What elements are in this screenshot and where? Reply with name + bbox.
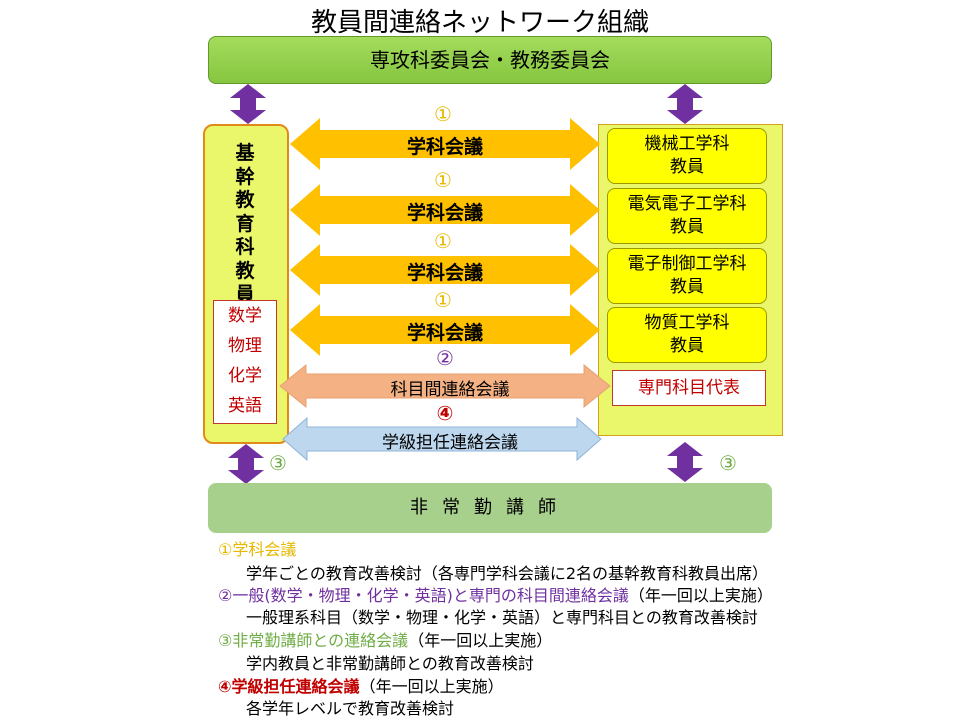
legend-suffix: （年一回以上実施） (628, 586, 773, 605)
purple-vertical-arrow-bottom-right (667, 442, 703, 482)
legend-heading: ①学科会議 (218, 540, 297, 559)
specialty-representative: 専門科目代表 (612, 370, 766, 406)
meeting-number-1: ① (434, 168, 452, 192)
legend-desc-1: 学年ごとの教育改善検討（各専門学科会議に2名の基幹教育科教員出席） (246, 564, 769, 583)
subject-english: 英語 (228, 396, 262, 416)
department-control: 電子制御工学科 教員 (607, 248, 767, 304)
core-label-char: 基 (235, 142, 255, 164)
department-name: 物質工学科 (644, 313, 730, 333)
core-label-char: 幹 (235, 165, 255, 188)
blue-double-arrow (282, 416, 602, 462)
orange-double-arrow-2 (290, 184, 600, 236)
core-label-char: 科 (235, 236, 255, 258)
subject-physics: 物理 (228, 336, 262, 356)
meeting-number-1: ① (434, 102, 452, 126)
legend-desc-2: 一般理系科目（数学・物理・化学・英語）と専門科目との教育改善検討 (246, 608, 758, 627)
meeting-number-2: ② (436, 346, 454, 370)
meeting-number-1: ① (434, 229, 452, 253)
meeting-number-4: ④ (436, 401, 454, 425)
core-label-char: 教 (235, 259, 255, 282)
dept-meeting-label: 学科会議 (406, 322, 483, 344)
purple-vertical-arrow-bottom-left (228, 444, 264, 484)
dept-meeting-label: 学科会議 (406, 202, 483, 224)
core-label-char: 育 (235, 212, 255, 235)
department-name: 機械工学科 (644, 134, 730, 154)
meeting-number-1: ① (434, 288, 452, 312)
department-staff: 教員 (670, 217, 704, 237)
legend-suffix: （年一回以上実施） (359, 677, 504, 696)
subject-liaison-label: 科目間連絡会議 (390, 380, 510, 400)
department-name: 電気電子工学科 (627, 194, 747, 214)
committee-bar: 専攻科委員会・教務委員会 (208, 36, 772, 84)
legend-item-2: ②一般(数学・物理・化学・英語)と専門の科目間連絡会議（年一回以上実施） (218, 585, 773, 607)
core-label-char: 員 (235, 283, 255, 305)
department-materials: 物質工学科 教員 (607, 307, 767, 363)
orange-double-arrow-3 (290, 244, 600, 296)
subject-chemistry: 化学 (228, 366, 262, 386)
department-mechanical: 機械工学科 教員 (607, 128, 767, 184)
legend-heading: ④学級担任連絡会議 (218, 677, 360, 696)
dept-meeting-label: 学科会議 (406, 262, 483, 284)
legend-desc-4: 各学年レベルで教育改善検討 (246, 699, 455, 718)
homeroom-liaison-label: 学級担任連絡会議 (382, 433, 518, 453)
purple-vertical-arrow-top-right (667, 84, 703, 124)
department-staff: 教員 (670, 277, 704, 297)
legend-item-4: ④学級担任連絡会議（年一回以上実施） (218, 676, 504, 698)
orange-double-arrow-4 (290, 304, 600, 356)
meeting-number-3: ③ (719, 451, 737, 475)
core-label-char: 教 (235, 189, 255, 211)
legend-suffix: （年一回以上実施） (408, 631, 553, 650)
subjects-box: 数学 物理 化学 英語 (213, 300, 277, 424)
meeting-number-3: ③ (269, 451, 287, 475)
purple-vertical-arrow-top-left (230, 84, 266, 124)
core-education-label: 基 幹 教 育 科 教 員 (222, 142, 268, 307)
department-electrical: 電気電子工学科 教員 (607, 188, 767, 244)
legend-desc-3: 学内教員と非常勤講師との教育改善検討 (246, 654, 534, 673)
legend-heading: ③非常勤講師との連絡会議 (218, 631, 409, 650)
department-name: 電子制御工学科 (627, 254, 747, 274)
department-staff: 教員 (670, 157, 704, 177)
legend-item-3: ③非常勤講師との連絡会議（年一回以上実施） (218, 630, 552, 652)
legend-item-1: ①学科会議 (218, 539, 296, 561)
orange-double-arrow-1 (290, 118, 600, 170)
salmon-double-arrow (279, 363, 611, 409)
legend-heading: ②一般(数学・物理・化学・英語)と専門の科目間連絡会議 (218, 586, 629, 605)
subject-math: 数学 (228, 306, 262, 326)
department-staff: 教員 (670, 336, 704, 356)
dept-meeting-label: 学科会議 (406, 136, 483, 158)
diagram-title: 教員間連絡ネットワーク組織 (310, 8, 649, 38)
part-time-lecturers-bar: 非常勤講師 (208, 483, 772, 533)
